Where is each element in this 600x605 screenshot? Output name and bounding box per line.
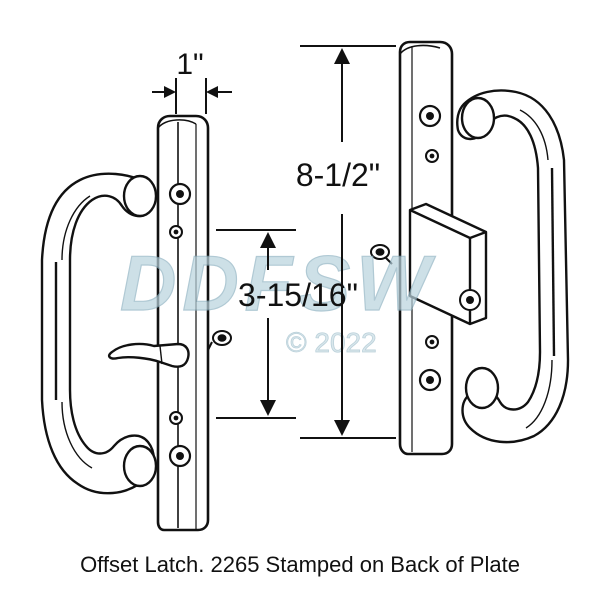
screw-hole-inner — [426, 376, 434, 384]
width-dimension — [152, 78, 232, 114]
thumb-lever — [107, 342, 190, 368]
screw-hole-inner — [176, 190, 184, 198]
width-dimension-label: 1" — [176, 48, 203, 81]
left-spindle-screw — [207, 330, 232, 351]
screw-hole-inner — [426, 112, 434, 120]
left-plate-screw-holes — [168, 182, 192, 468]
screw-hole-inner — [429, 339, 435, 345]
watermark: DDFSW © 2022 — [119, 238, 436, 358]
latch-block — [408, 202, 488, 326]
watermark-logo: DDFSW — [120, 239, 436, 327]
screw-hole-inner — [176, 452, 184, 460]
caption: Offset Latch. 2265 Stamped on Back of Pl… — [80, 552, 520, 577]
lock-hole-inner — [466, 296, 474, 304]
right-plate-screw-holes — [418, 104, 442, 392]
watermark-copyright: © 2022 — [286, 327, 377, 358]
height-dimension-label: 8-1/2" — [296, 157, 380, 193]
right-spindle-screw — [370, 244, 393, 265]
screw-hole-inner — [429, 153, 435, 159]
height-dimension — [300, 45, 396, 439]
hole-spacing-dimension — [216, 229, 296, 419]
left-handle-grip — [40, 172, 158, 495]
screw-hole-inner — [173, 229, 179, 235]
right-handle-grip — [456, 89, 570, 444]
hole-spacing-dimension-label: 3-15/16" — [238, 277, 358, 313]
left-handle-plate — [156, 114, 210, 532]
screw-hole-inner — [173, 415, 179, 421]
